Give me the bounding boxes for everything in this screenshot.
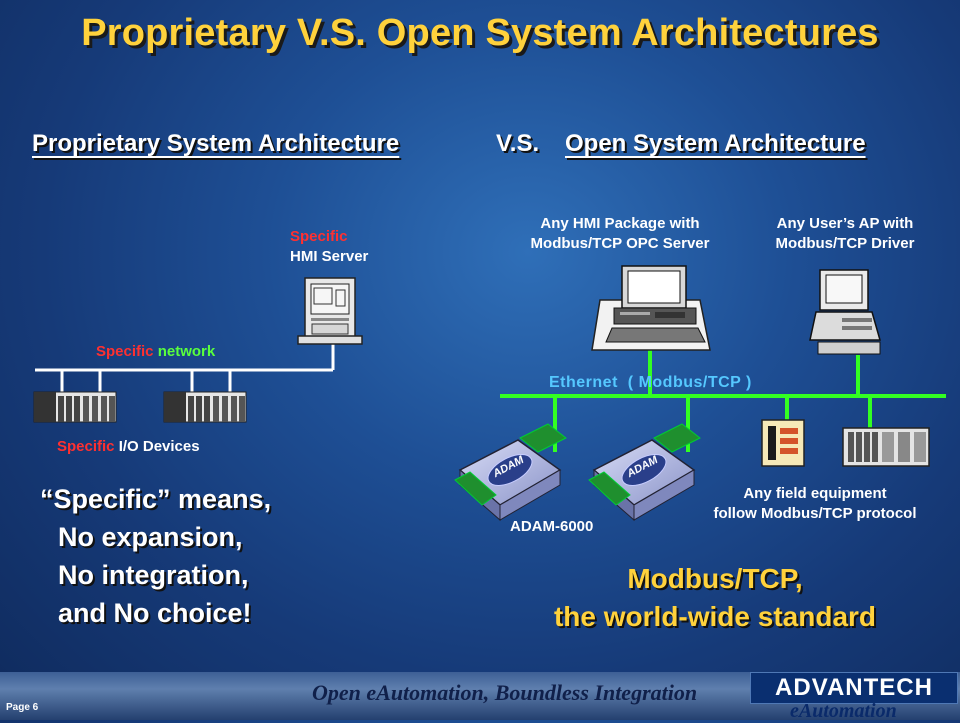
specific-network-label: Specific network <box>96 343 216 360</box>
specific-hmi-server-icon <box>297 277 363 345</box>
user-ap-computer-icon <box>809 269 881 355</box>
specific-means-text: “Specific” means, No expansion, No integ… <box>40 484 272 628</box>
specific-hmi-label: Specific HMI Server <box>290 228 369 265</box>
adam-module-1 <box>454 423 567 522</box>
page-title: Proprietary V.S. Open System Architectur… <box>81 12 879 54</box>
specific-io-device-1 <box>33 391 117 423</box>
hmi-workstation-icon <box>591 265 711 351</box>
field-rack-icon <box>842 427 930 467</box>
advantech-logo: ADVANTECH <box>750 672 958 704</box>
subtitle-vs: V.S. <box>496 130 540 157</box>
subtitle-open: Open System Architecture <box>565 130 866 157</box>
user-ap-label: Any User’s AP with Modbus/TCP Driver <box>775 215 915 252</box>
modbus-standard-text: Modbus/TCP, the world-wide standard <box>553 563 877 632</box>
specific-io-device-2 <box>163 391 247 423</box>
adam-module-2 <box>588 423 701 522</box>
footer-slogan: Open eAutomation, Boundless Integration <box>312 680 698 705</box>
page-number: Page 6 <box>6 702 39 713</box>
ethernet-label: Ethernet ( Modbus/TCP ) <box>549 374 752 391</box>
specific-io-label: Specific I/O Devices <box>57 438 200 455</box>
eautomation-logo: eAutomation <box>790 700 897 722</box>
field-equipment-label: Any field equipment follow Modbus/TCP pr… <box>713 485 917 522</box>
specific-network-line <box>35 340 335 392</box>
subtitle-proprietary: Proprietary System Architecture <box>32 130 400 157</box>
field-controller-icon <box>761 419 805 467</box>
hmi-package-label: Any HMI Package with Modbus/TCP OPC Serv… <box>530 215 710 252</box>
adam-6000-label: ADAM-6000 <box>510 518 594 535</box>
